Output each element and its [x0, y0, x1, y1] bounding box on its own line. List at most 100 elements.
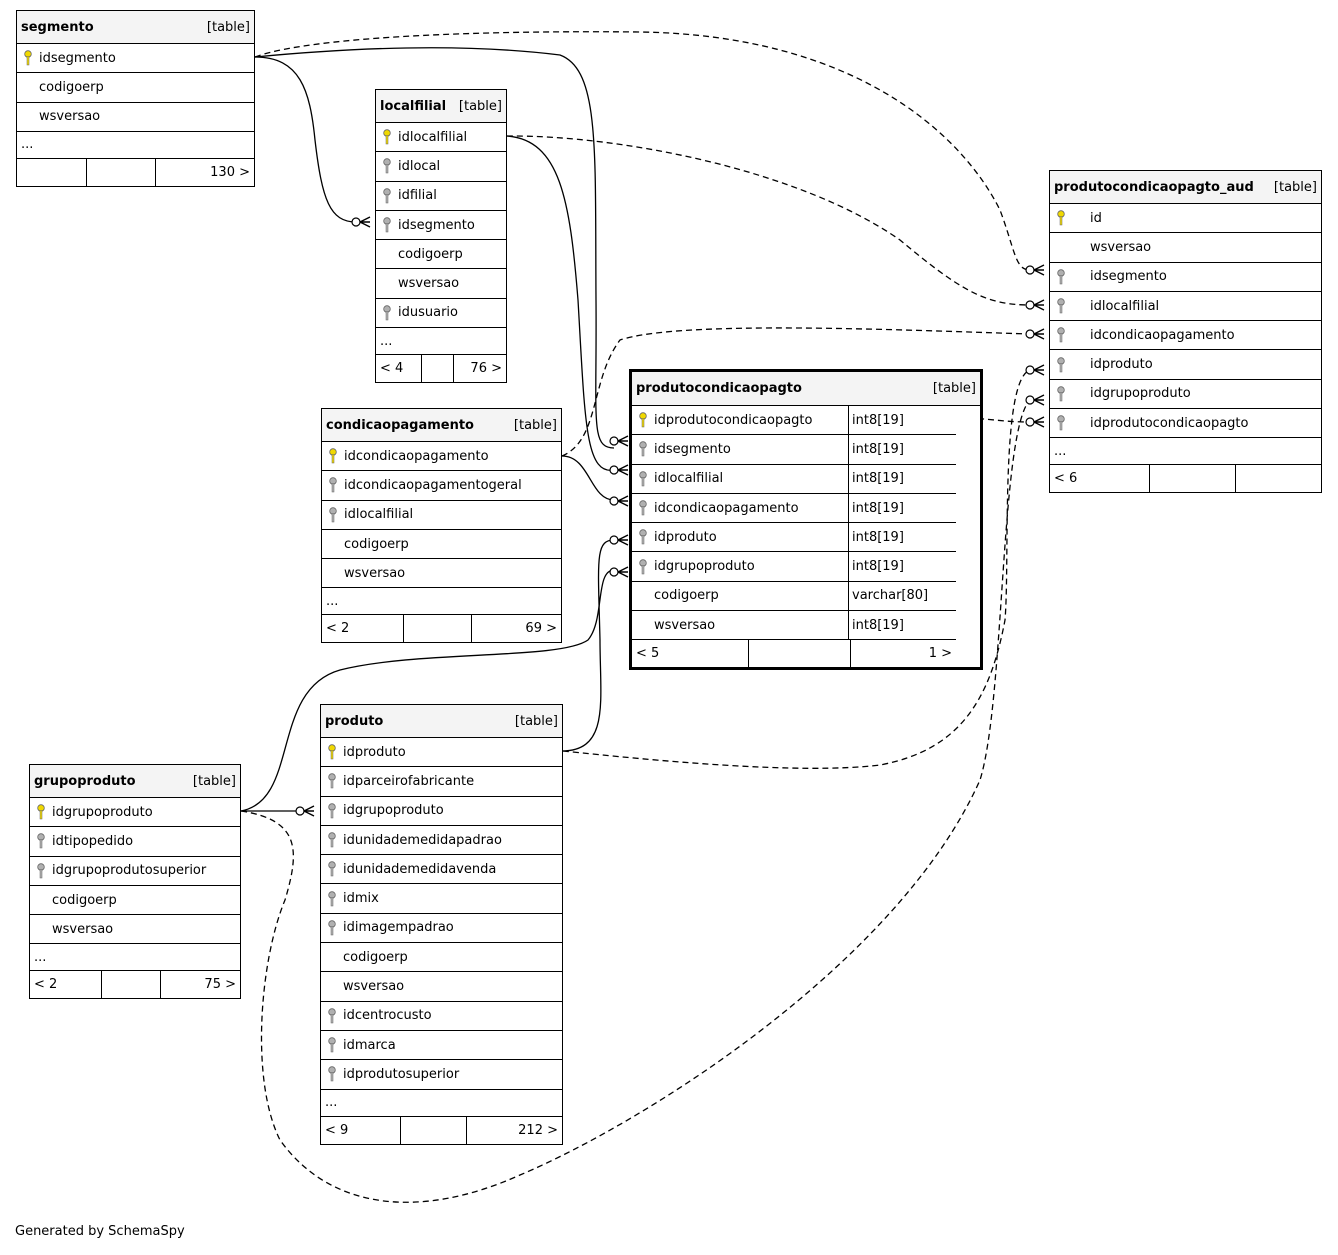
- optional-marker: [1025, 365, 1035, 375]
- table-name[interactable]: produto: [325, 713, 384, 729]
- column-name: wsversao: [1090, 239, 1152, 255]
- column-row[interactable]: idproduto: [321, 738, 562, 768]
- column-row[interactable]: idmix: [321, 884, 562, 914]
- column-row[interactable]: idimagempadrao: [321, 914, 562, 944]
- more-columns-indicator[interactable]: ...: [1050, 438, 1321, 466]
- column-row[interactable]: idprodutocondicaopagto: [1050, 409, 1321, 439]
- column-row[interactable]: idsegmento: [1050, 263, 1321, 292]
- column-row[interactable]: codigoerp: [321, 943, 562, 973]
- column-row[interactable]: codigoerp: [17, 73, 254, 103]
- column-row[interactable]: idsegmento: [17, 44, 254, 74]
- column-row[interactable]: idusuario: [376, 299, 506, 329]
- column-row[interactable]: wsversao: [321, 972, 562, 1002]
- parents-count[interactable]: < 2: [322, 615, 404, 643]
- column-row[interactable]: wsversao: [17, 103, 254, 132]
- column-row[interactable]: idtipopedido: [30, 827, 240, 857]
- foreign-key-icon: [30, 833, 52, 849]
- table-type-label: [table]: [514, 713, 558, 729]
- column-row[interactable]: idcondicaopagamento: [322, 442, 561, 472]
- column-name: idproduto: [1090, 357, 1153, 373]
- column-row[interactable]: idgrupoproduto: [1050, 380, 1321, 410]
- children-count[interactable]: 76 >: [470, 361, 502, 377]
- column-row[interactable]: idsegmento: [376, 211, 506, 241]
- more-columns-indicator[interactable]: ...: [322, 588, 561, 616]
- foreign-key-icon: [321, 1008, 343, 1024]
- column-row[interactable]: wsversao: [322, 559, 561, 589]
- column-name: idprodutocondicaopagto: [1090, 415, 1249, 431]
- column-row[interactable]: idgrupoproduto: [321, 797, 562, 826]
- column-row[interactable]: idproduto: [1050, 350, 1321, 380]
- column-row[interactable]: idunidademedidavenda: [321, 855, 562, 885]
- foreign-key-icon: [321, 890, 343, 907]
- column-row[interactable]: codigoerp: [376, 240, 506, 270]
- parents-count[interactable]: < 5: [632, 640, 749, 668]
- column-row[interactable]: idcentrocusto: [321, 1002, 562, 1031]
- column-row[interactable]: wsversao: [1050, 233, 1321, 263]
- column-name: wsversao: [398, 276, 460, 292]
- parents-count[interactable]: < 2: [30, 971, 102, 999]
- table-name[interactable]: condicaopagamento: [326, 417, 474, 433]
- children-count[interactable]: 69 >: [525, 621, 557, 637]
- column-row[interactable]: idcondicaopagamento: [1050, 321, 1321, 351]
- relationship-edge: [561, 455, 615, 501]
- table-type-label: [table]: [513, 417, 557, 433]
- more-columns-indicator[interactable]: ...: [376, 328, 506, 356]
- children-count[interactable]: 130 >: [210, 164, 250, 180]
- table-produtocondicaopagto[interactable]: produtocondicaopagto[table]idprodutocond…: [629, 369, 983, 671]
- table-name[interactable]: produtocondicaopagto: [636, 381, 802, 396]
- parents-count[interactable]: < 4: [376, 355, 422, 383]
- column-row[interactable]: idlocalfilial: [376, 123, 506, 153]
- table-name[interactable]: grupoproduto: [34, 773, 136, 789]
- column-row[interactable]: idparceirofabricante: [321, 767, 562, 797]
- column-row[interactable]: id: [1050, 204, 1321, 234]
- relationship-edge: [562, 369, 1031, 769]
- children-count[interactable]: 1 >: [928, 646, 952, 662]
- column-name: codigoerp: [343, 949, 408, 965]
- foreign-key-icon: [1050, 298, 1072, 314]
- table-name[interactable]: segmento: [21, 19, 94, 35]
- table-condicaopagamento[interactable]: condicaopagamento [table] idcondicaopagame…: [321, 408, 562, 644]
- column-row[interactable]: idfilial: [376, 182, 506, 211]
- parents-count[interactable]: < 6: [1050, 465, 1150, 493]
- column-row[interactable]: idlocal: [376, 152, 506, 182]
- table-footer: < 9 212 >: [321, 1116, 562, 1144]
- parents-count[interactable]: < 9: [321, 1116, 401, 1144]
- column-row[interactable]: wsversao: [376, 269, 506, 299]
- more-columns-indicator[interactable]: ...: [17, 132, 254, 159]
- more-columns-indicator[interactable]: ...: [30, 944, 240, 972]
- optional-marker: [1025, 265, 1035, 275]
- children-count[interactable]: [1236, 465, 1321, 492]
- column-row[interactable]: idmarca: [321, 1031, 562, 1061]
- table-name[interactable]: localfilial: [380, 98, 447, 114]
- column-row[interactable]: idunidademedidapadrao: [321, 826, 562, 856]
- column-row[interactable]: idcondicaopagamentogeral: [322, 471, 561, 501]
- column-row[interactable]: idgrupoprodutosuperior: [30, 857, 240, 886]
- column-row[interactable]: codigoerp: [322, 530, 561, 560]
- crows-foot-marker: [359, 216, 371, 228]
- column-row[interactable]: wsversao: [30, 915, 240, 945]
- table-type-label: [table]: [192, 773, 236, 789]
- column-row[interactable]: idlocalfilial: [322, 501, 561, 530]
- column-row[interactable]: idgrupoproduto: [30, 798, 240, 828]
- children-count[interactable]: 75 >: [204, 977, 236, 993]
- column-row[interactable]: idprodutosuperior: [321, 1060, 562, 1090]
- column-row[interactable]: idlocalfilial: [1050, 292, 1321, 322]
- column-row[interactable]: codigoerp: [30, 886, 240, 916]
- more-columns-indicator[interactable]: ...: [321, 1090, 562, 1117]
- children-count[interactable]: 212 >: [518, 1122, 558, 1138]
- table-name[interactable]: produtocondicaopagto_aud: [1054, 179, 1254, 195]
- parents-count[interactable]: [17, 158, 87, 186]
